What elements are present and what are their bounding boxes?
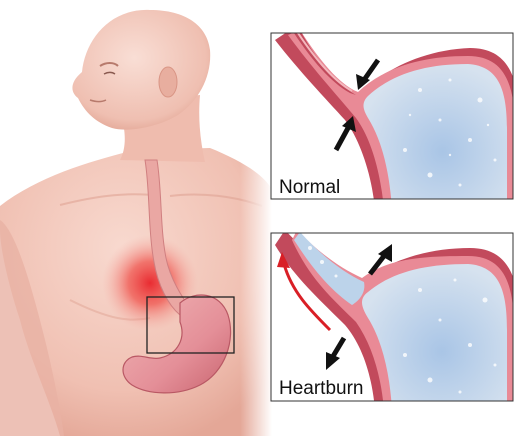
panel-normal: Normal [271,30,520,210]
ear [159,67,177,97]
label-heartburn: Heartburn [279,378,364,399]
panel-heartburn: Heartburn [271,230,520,410]
label-normal: Normal [279,177,340,198]
